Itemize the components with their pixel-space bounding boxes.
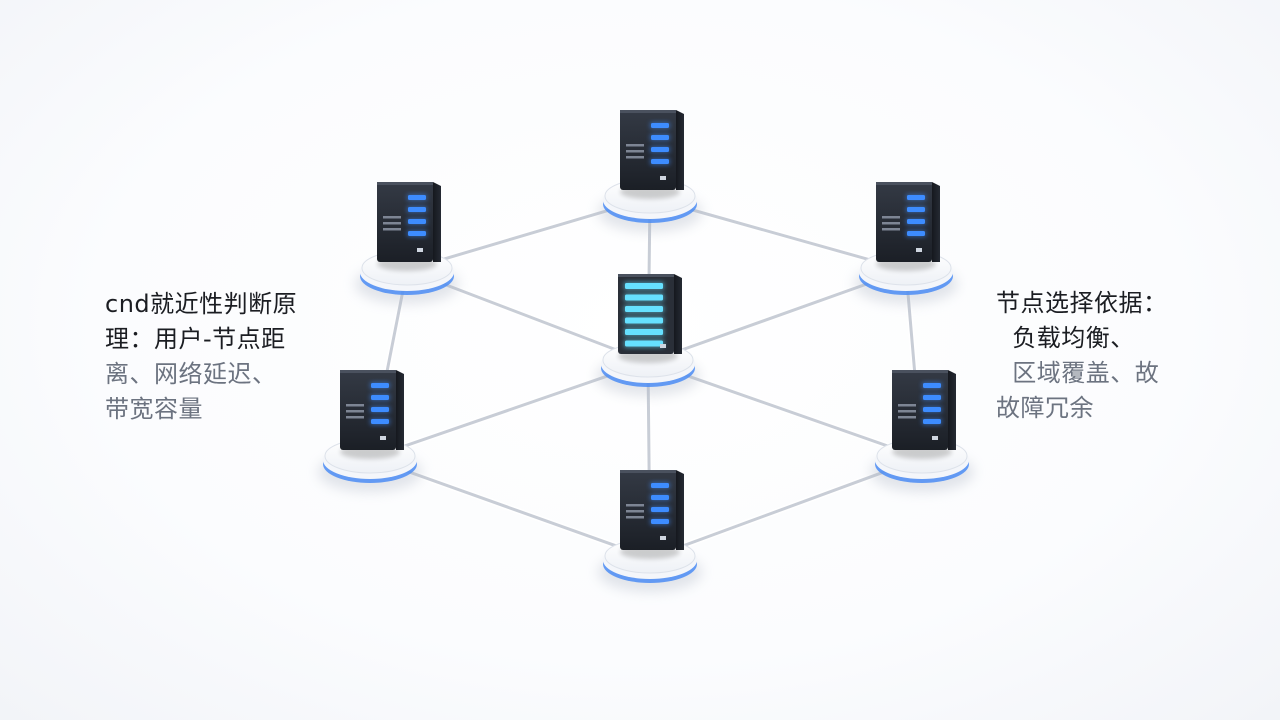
server-vent xyxy=(626,516,644,519)
server-vent xyxy=(346,410,364,413)
server-drive-light xyxy=(408,207,426,212)
server-drive-light xyxy=(408,231,426,236)
server-drive-light xyxy=(907,195,925,200)
server-drive-light xyxy=(651,507,669,512)
server-drive-light xyxy=(651,135,669,140)
right-caption: 节点选择依据： 负载均衡、 区域覆盖、故 故障冗余 xyxy=(996,286,1226,426)
server-vent xyxy=(898,416,916,419)
server-drive-light xyxy=(907,207,925,212)
server-vent xyxy=(898,404,916,407)
server-body xyxy=(892,370,948,450)
server-drive-light xyxy=(408,219,426,224)
left-caption-line-4: 带宽容量 xyxy=(105,395,203,423)
server-badge xyxy=(916,248,922,252)
server-vent xyxy=(898,410,916,413)
server-top-edge xyxy=(618,274,674,277)
server-badge xyxy=(380,436,386,440)
server-vent xyxy=(346,416,364,419)
server-vent xyxy=(626,504,644,507)
server-drive-light xyxy=(625,317,663,324)
right-caption-line-4: 故障冗余 xyxy=(996,394,1094,422)
server-drive-light xyxy=(651,519,669,524)
server-drive-light xyxy=(923,383,941,388)
server-drive-light xyxy=(923,419,941,424)
server-node-upper-left xyxy=(355,182,459,304)
server-vent xyxy=(882,216,900,219)
server-vent xyxy=(626,156,644,159)
server-node-bottom xyxy=(598,470,702,592)
server-vent xyxy=(383,228,401,231)
server-vent xyxy=(346,404,364,407)
server-badge xyxy=(932,436,938,440)
server-side xyxy=(932,182,940,262)
server-body xyxy=(340,370,396,450)
server-drive-light xyxy=(923,395,941,400)
server-side xyxy=(674,274,682,354)
server-side xyxy=(396,370,404,450)
server-side xyxy=(948,370,956,450)
server-body xyxy=(377,182,433,262)
server-top-edge xyxy=(892,370,948,373)
server-badge xyxy=(417,248,423,252)
server-side xyxy=(433,182,441,262)
server-drive-light xyxy=(371,407,389,412)
server-badge xyxy=(660,344,666,348)
server-node-center xyxy=(596,274,700,396)
server-node-lower-right xyxy=(870,370,974,492)
server-body xyxy=(620,470,676,550)
left-caption-line-2: 理：用户-节点距 xyxy=(105,325,286,353)
server-drive-light xyxy=(651,495,669,500)
server-drive-light xyxy=(651,159,669,164)
server-vent xyxy=(882,228,900,231)
server-vent xyxy=(882,222,900,225)
server-node-lower-left xyxy=(318,370,422,492)
server-drive-light xyxy=(625,329,663,335)
server-drive-light xyxy=(371,383,389,388)
server-drive-light xyxy=(651,483,669,488)
server-drive-light xyxy=(625,340,663,347)
server-badge xyxy=(660,536,666,540)
server-drive-light xyxy=(651,123,669,128)
server-vent xyxy=(626,150,644,153)
server-node-upper-right xyxy=(854,182,958,304)
server-drive-light xyxy=(625,294,663,301)
server-vent xyxy=(383,222,401,225)
server-vent xyxy=(626,510,644,513)
server-body xyxy=(876,182,932,262)
left-caption: cnd就近性判断原 理：用户-节点距 离、网络延迟、 带宽容量 xyxy=(105,287,335,427)
server-vent xyxy=(626,144,644,147)
server-drive-light xyxy=(371,395,389,400)
right-caption-line-2: 负载均衡、 xyxy=(996,324,1135,352)
server-drive-light xyxy=(408,195,426,200)
server-badge xyxy=(660,176,666,180)
left-caption-line-1: cnd就近性判断原 xyxy=(105,290,298,318)
server-top-edge xyxy=(620,110,676,113)
server-drive-light xyxy=(923,407,941,412)
server-nodes xyxy=(318,110,974,592)
server-drive-light xyxy=(907,219,925,224)
server-drive-light xyxy=(907,231,925,236)
server-top-edge xyxy=(377,182,433,185)
right-caption-line-3: 区域覆盖、故 xyxy=(996,359,1160,387)
server-drive-light xyxy=(625,306,663,312)
server-side xyxy=(676,110,684,190)
server-drive-light xyxy=(651,147,669,152)
server-drive-light xyxy=(625,283,663,289)
server-drive-light xyxy=(371,419,389,424)
server-top-edge xyxy=(620,470,676,473)
server-body xyxy=(620,110,676,190)
server-side xyxy=(676,470,684,550)
left-caption-line-3: 离、网络延迟、 xyxy=(105,360,277,388)
server-top-edge xyxy=(340,370,396,373)
server-top-edge xyxy=(876,182,932,185)
server-node-top xyxy=(598,110,702,232)
server-vent xyxy=(383,216,401,219)
right-caption-line-1: 节点选择依据： xyxy=(996,289,1168,317)
